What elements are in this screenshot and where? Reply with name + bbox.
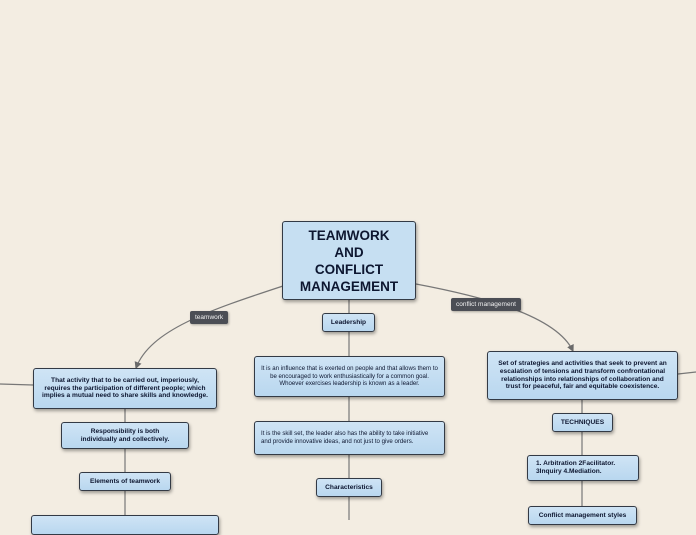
leadership-node[interactable]: Leadership <box>322 313 375 332</box>
edge-offscreen-right <box>677 371 696 375</box>
connector-lines <box>0 283 696 520</box>
conflict-management-definition-node[interactable]: Set of strategies and activities that se… <box>487 351 678 400</box>
leadership-definition-node[interactable]: It is an influence that is exerted on pe… <box>254 356 445 397</box>
root-title-line-4: MANAGEMENT <box>299 278 399 294</box>
edge-root-conflict <box>415 283 574 353</box>
root-title-line-2: AND <box>334 244 364 260</box>
teamwork-definition-text: That activity that to be carried out, im… <box>42 376 208 400</box>
responsibility-text: Responsibility is both individually and … <box>80 427 170 443</box>
leadership-definition-text: It is an influence that is exerted on pe… <box>261 365 438 388</box>
edge-label-conflict-management: conflict management <box>451 298 521 311</box>
leadership-text: Leadership <box>330 318 367 326</box>
techniques-node[interactable]: TECHNIQUES <box>552 413 613 432</box>
characteristics-node[interactable]: Characteristics <box>316 478 382 497</box>
leadership-skill-text: It is the skill set, the leader also has… <box>261 430 429 445</box>
elements-of-teamwork-node[interactable]: Elements of teamwork <box>79 472 171 491</box>
root-title-line-3: CONFLICT <box>314 261 384 277</box>
techniques-text: TECHNIQUES <box>560 418 605 426</box>
leadership-skill-node[interactable]: It is the skill set, the leader also has… <box>254 421 445 455</box>
conflict-management-definition-text: Set of strategies and activities that se… <box>498 359 667 391</box>
edge-root-teamwork <box>134 285 284 370</box>
root-node[interactable]: TEAMWORK AND CONFLICT MANAGEMENT <box>282 221 416 300</box>
edge-label-teamwork: teamwork <box>190 311 229 324</box>
responsibility-node[interactable]: Responsibility is both individually and … <box>61 422 189 449</box>
characteristics-text: Characteristics <box>325 483 373 491</box>
edge-offscreen-left <box>0 383 34 386</box>
techniques-list-text: 1. Arbitration 2Facilitator. 3Inquiry 4.… <box>536 460 616 475</box>
elements-of-teamwork-text: Elements of teamwork <box>90 477 160 485</box>
conflict-management-styles-text: Conflict management styles <box>538 511 627 519</box>
techniques-list-node[interactable]: 1. Arbitration 2Facilitator. 3Inquiry 4.… <box>527 455 639 481</box>
teamwork-child-node-partial[interactable] <box>31 515 219 535</box>
conflict-management-styles-node[interactable]: Conflict management styles <box>528 506 637 525</box>
root-title-line-1: TEAMWORK <box>308 227 390 243</box>
teamwork-definition-node[interactable]: That activity that to be carried out, im… <box>33 368 217 409</box>
